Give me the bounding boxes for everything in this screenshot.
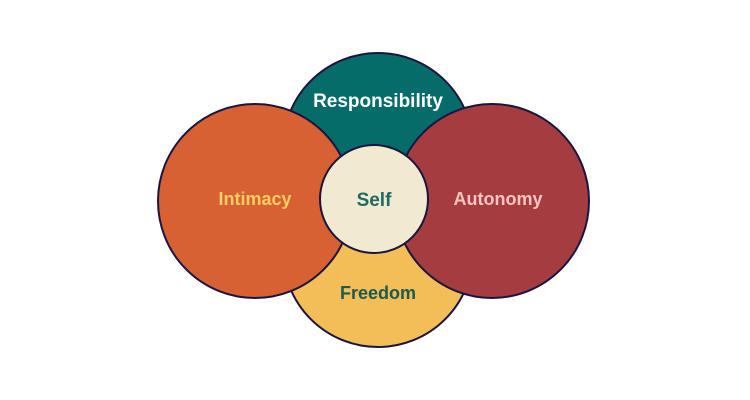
self-circle: [319, 144, 429, 254]
intimacy-label: Intimacy: [218, 189, 291, 209]
autonomy-label: Autonomy: [454, 189, 543, 209]
responsibility-label: Responsibility: [313, 91, 443, 112]
self-label: Self: [357, 190, 393, 211]
freedom-label: Freedom: [340, 283, 416, 303]
